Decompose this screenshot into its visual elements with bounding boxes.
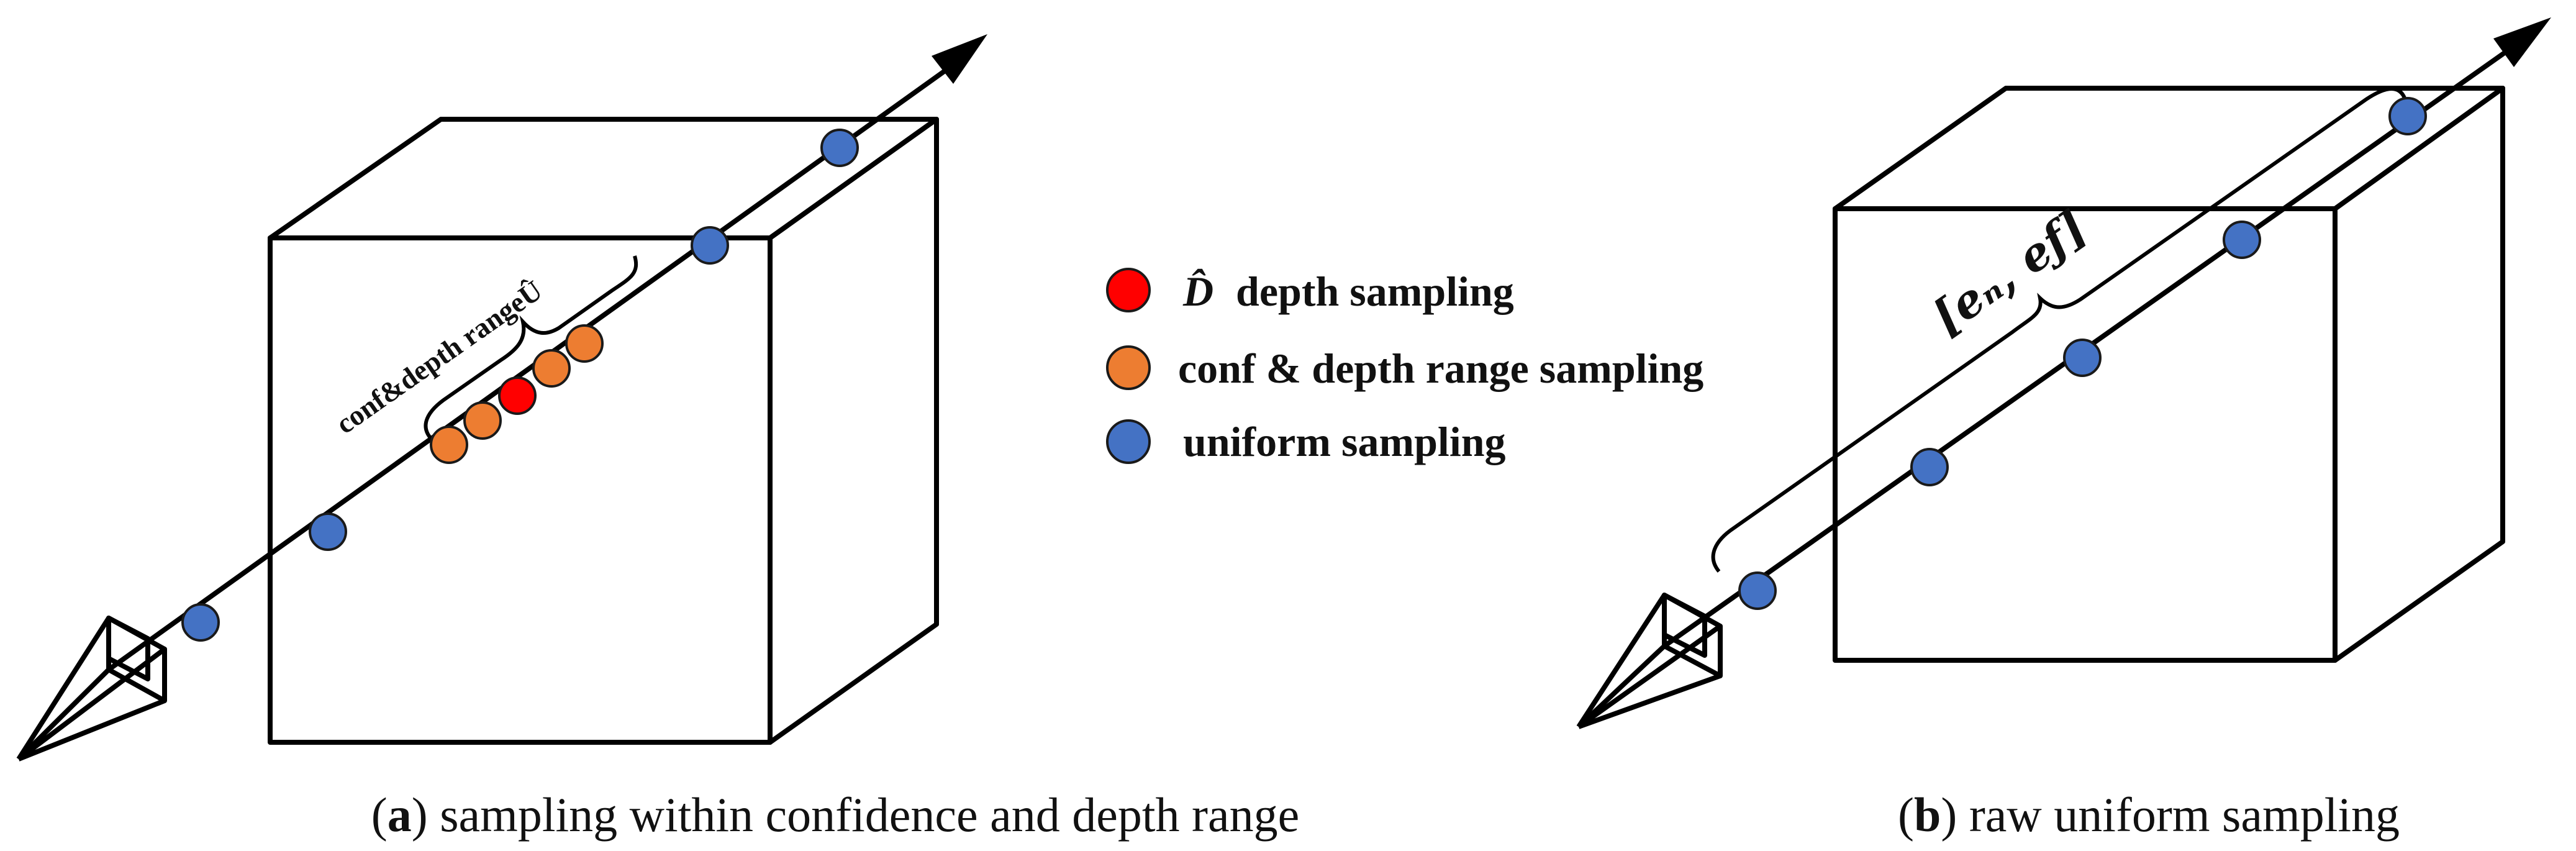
panel-a-cube-side — [768, 117, 939, 745]
panel-b-uniform-point — [1910, 448, 1949, 486]
panel-b-samples — [1738, 97, 2427, 610]
panel-b-brace — [1711, 87, 2408, 573]
panel-b-uniform-point — [2223, 221, 2261, 259]
panel-a-cube-front — [268, 235, 773, 745]
legend: D̂ depth sampling conf & depth range sam… — [1106, 268, 1703, 465]
panel-b-ray-arrowhead — [2493, 17, 2551, 67]
panel-b: [eₙ, eƒ] (b) raw uniform sampling — [1576, 17, 2551, 842]
panel-a-samples — [181, 129, 859, 642]
panel-a-brace — [424, 255, 638, 443]
panel-a-ray-arrowhead — [932, 34, 987, 84]
panel-a-cube — [268, 117, 939, 745]
panel-a-caption-text: sampling within confidence and depth ran… — [428, 788, 1300, 842]
panel-b-uniform-point — [1738, 571, 1777, 610]
panel-a-conf-range-point — [565, 324, 604, 363]
panel-a-uniform-point — [181, 603, 220, 642]
panel-b-brace-label: [eₙ, eƒ] — [1923, 201, 2097, 345]
panel-b-caption-text: raw uniform sampling — [1957, 788, 2400, 842]
panel-a-uniform-point — [820, 129, 859, 167]
legend-depth-symbol: D̂ — [1182, 268, 1213, 315]
legend-depth-swatch — [1106, 268, 1151, 312]
panel-a-uniform-point — [691, 226, 729, 265]
panel-b-caption: (b) raw uniform sampling — [1898, 788, 2400, 842]
panel-b-cube — [1833, 86, 2505, 663]
panel-a-conf-range-point — [532, 349, 571, 388]
panel-a-uniform-point — [309, 512, 347, 551]
panel-b-uniform-point — [2063, 339, 2102, 377]
panel-a-caption: (a) sampling within confidence and depth… — [371, 788, 1300, 842]
panel-b-cube-front — [1833, 206, 2338, 663]
legend-depth-label: depth sampling — [1236, 268, 1514, 315]
panel-a-conf-range-point — [463, 401, 502, 440]
panel-b-cube-side — [2333, 86, 2505, 663]
legend-conf-label: conf & depth range sampling — [1178, 345, 1703, 392]
panel-a-ray — [107, 65, 952, 672]
panel-a-depth-point — [498, 376, 537, 415]
panel-b-caption-letter: b — [1914, 788, 1941, 842]
panel-a-caption-letter: a — [388, 788, 412, 842]
panel-b-uniform-point — [2388, 97, 2427, 135]
legend-uniform-swatch — [1106, 419, 1151, 464]
panel-a-conf-range-point — [430, 426, 468, 464]
legend-uniform-label: uniform sampling — [1183, 418, 1506, 465]
panel-a-camera-icon — [16, 616, 167, 762]
legend-conf-swatch — [1106, 345, 1151, 390]
panel-b-camera-icon — [1576, 593, 1723, 729]
panel-a-brace-label: conf&depth rangeÛ — [330, 274, 548, 440]
